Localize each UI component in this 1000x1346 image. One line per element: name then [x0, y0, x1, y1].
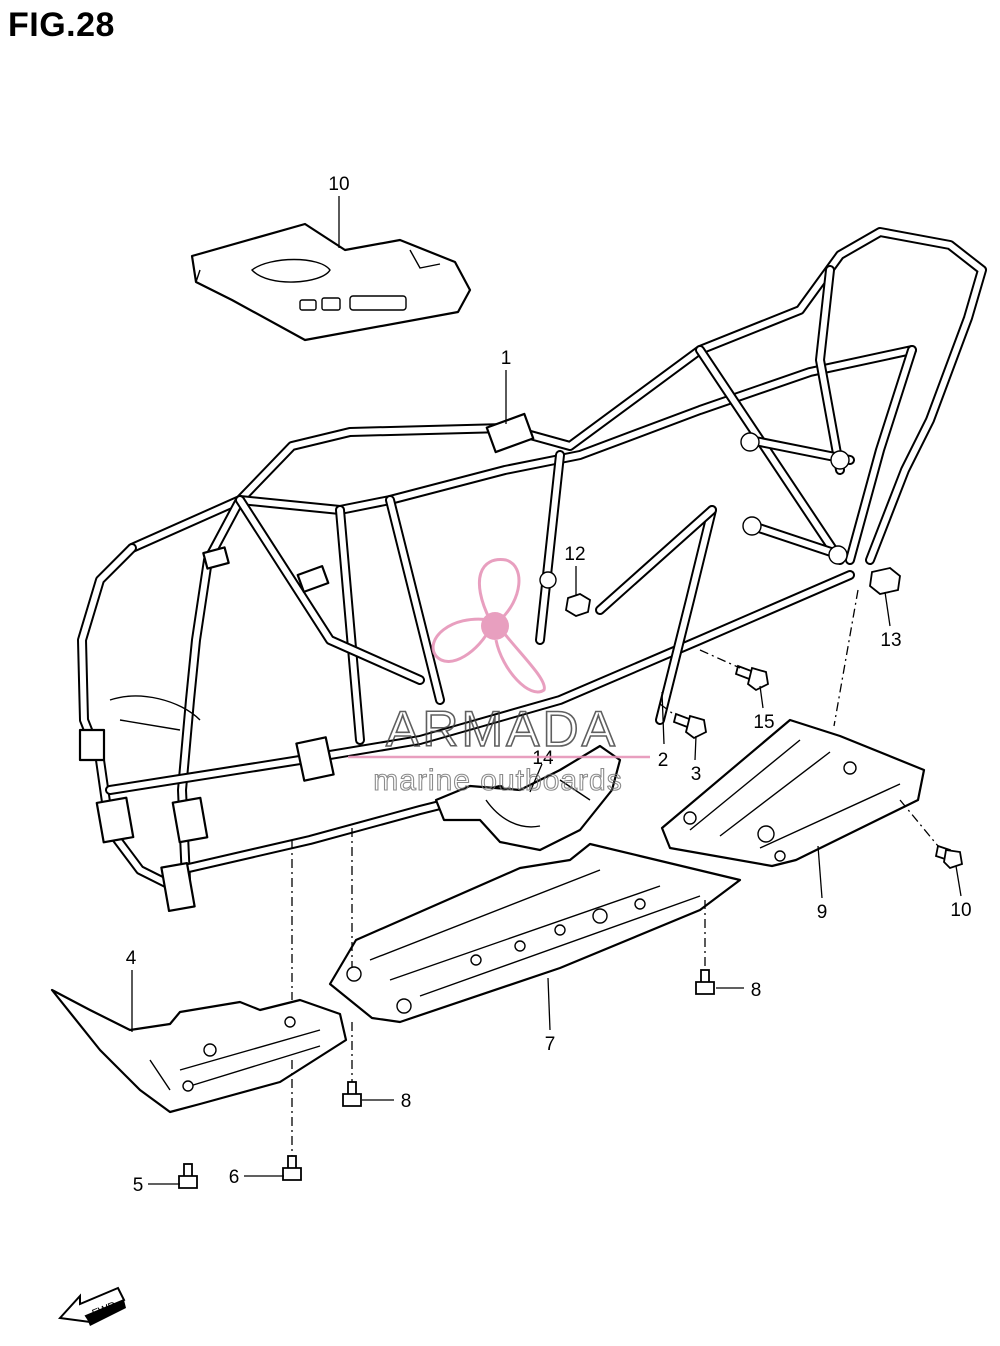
callout-9: 9 — [817, 902, 828, 923]
part-8-bolt-front — [342, 1081, 362, 1107]
part-6-bolt — [282, 1155, 302, 1181]
part-9-rear-skid-plate — [660, 718, 926, 868]
part-5-bolt — [178, 1163, 198, 1189]
callout-5: 5 — [133, 1175, 144, 1196]
fwd-arrow: FWD — [57, 1286, 126, 1326]
part-3-bolt — [672, 712, 707, 740]
callout-14: 14 — [532, 748, 554, 769]
part-8-bolt-middle — [695, 969, 715, 995]
callout-labels: 10 1 12 13 15 3 2 14 9 10 7 4 5 6 8 8 — [126, 174, 972, 1196]
part-14-guard — [434, 744, 622, 852]
part-12-nut — [565, 593, 591, 617]
callout-8-front: 8 — [401, 1091, 412, 1112]
callout-12: 12 — [564, 544, 585, 565]
callout-11: 10 — [328, 174, 349, 195]
part-13-bushing — [869, 567, 901, 595]
watermark: ARMADA marine outboards — [348, 558, 650, 798]
part-4-front-skid-plate — [50, 988, 348, 1114]
callout-13: 13 — [880, 630, 901, 651]
callout-8-middle: 8 — [751, 980, 762, 1001]
leader-lines — [131, 196, 962, 1185]
callout-3: 3 — [691, 764, 702, 785]
part-10-bolt — [934, 844, 964, 870]
callout-15: 15 — [753, 712, 774, 733]
assembly-lines — [291, 589, 939, 1156]
part-11-cover-plate — [190, 222, 472, 342]
watermark-name: ARMADA — [386, 701, 618, 757]
figure-title: FIG.28 — [8, 6, 115, 44]
propeller-logo — [431, 558, 546, 694]
callout-10: 10 — [950, 900, 971, 921]
callout-7: 7 — [545, 1034, 556, 1055]
part-15-bolt — [734, 664, 769, 692]
callout-1: 1 — [501, 348, 512, 369]
callout-6: 6 — [229, 1167, 240, 1188]
part-7-middle-skid-plate — [328, 842, 742, 1024]
callout-2: 2 — [658, 750, 669, 771]
watermark-tagline: marine outboards — [373, 764, 622, 797]
callout-4: 4 — [126, 948, 137, 969]
